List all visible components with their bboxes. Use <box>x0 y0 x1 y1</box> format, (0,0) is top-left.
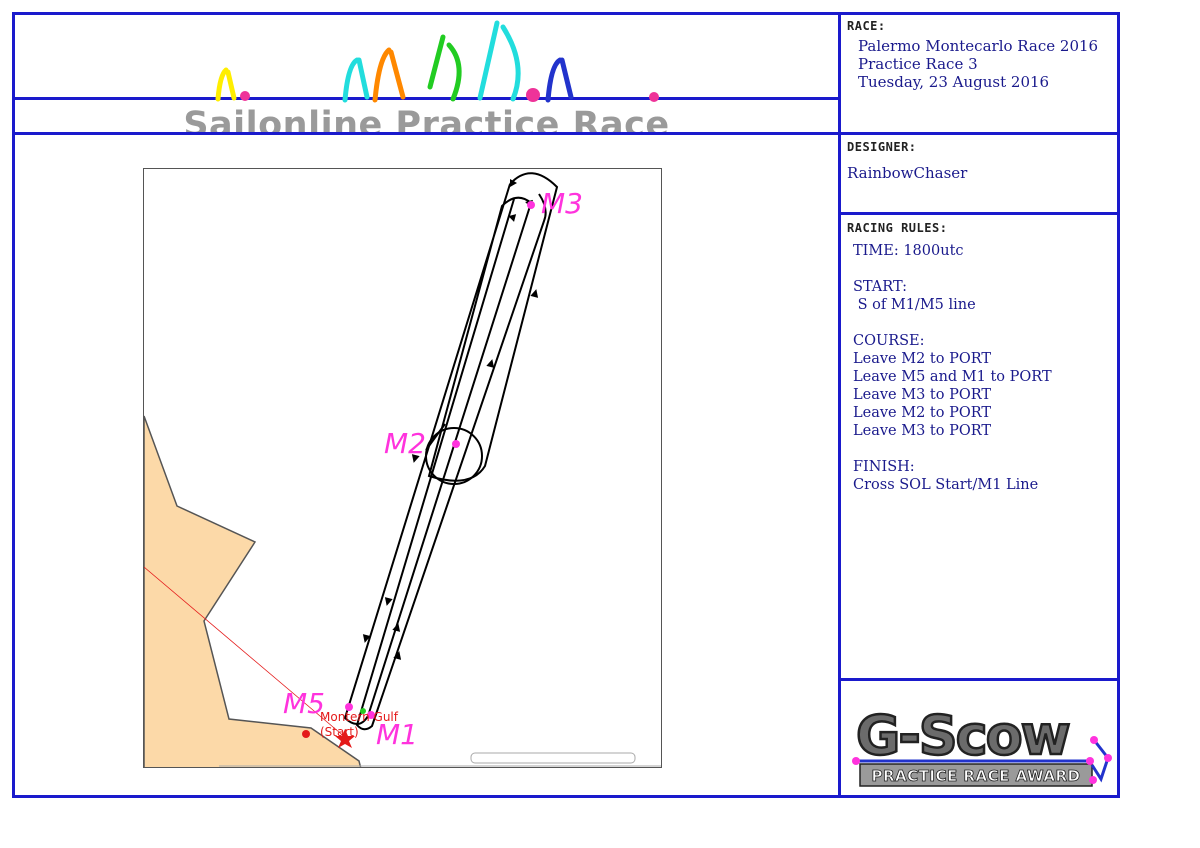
award-dot-5 <box>1089 776 1097 784</box>
arrow-10 <box>393 651 402 660</box>
race-name: Palermo Montecarlo Race 2016 <box>858 37 1099 55</box>
mark-m1-label: M1 <box>376 718 418 751</box>
course-arrows <box>362 179 539 660</box>
race-panel-divider <box>841 132 1120 135</box>
arrow-5 <box>486 359 495 368</box>
rules-line <box>853 440 1052 458</box>
rules-list: TIME: 1800utc START: S of M1/M5 line COU… <box>853 242 1052 494</box>
start-point-dot <box>302 730 310 738</box>
rules-line: Leave M5 and M1 to PORT <box>853 369 1052 385</box>
start-label-line2: (Start) <box>320 725 359 739</box>
mark-m3-dot <box>527 201 535 209</box>
coastline-land <box>144 415 362 767</box>
award-dot-2 <box>1090 736 1098 744</box>
designer-panel-divider <box>841 212 1120 215</box>
arrow-6 <box>411 454 420 463</box>
arrow-4 <box>530 289 539 298</box>
award-svg: G-Scow PRACTICE RACE AWARD <box>852 703 1112 787</box>
rules-line: Leave M2 to PORT <box>853 351 992 367</box>
banner: Sailonline Practice Race <box>15 15 838 132</box>
award-boat-hull <box>856 739 1110 783</box>
course-map: M3 M2 M5 M1 Montern Gulf (Start) <box>143 168 662 768</box>
award-title: G-Scow <box>856 704 1070 767</box>
banner-divider <box>15 97 838 100</box>
mark-m3-label: M3 <box>541 187 583 220</box>
mark-m2-label: M2 <box>384 427 426 460</box>
rules-line: Leave M3 to PORT <box>853 387 992 403</box>
award-dot-3 <box>1086 757 1094 765</box>
arrow-8 <box>392 623 401 632</box>
map-controls[interactable] <box>219 752 662 767</box>
rules-line: S of M1/M5 line <box>853 297 976 313</box>
rules-line: Cross SOL Start/M1 Line <box>853 477 1039 493</box>
m2-approach <box>425 423 446 451</box>
rules-line: Leave M3 to PORT <box>853 423 992 439</box>
rules-line: Leave M2 to PORT <box>853 405 992 421</box>
poster-frame <box>12 12 1120 798</box>
course-map-svg: M3 M2 M5 M1 Montern Gulf (Start) <box>144 172 662 767</box>
m2-rounding-circle <box>425 427 483 485</box>
column-divider <box>838 12 841 798</box>
race-subtitle: Practice Race 3 <box>858 55 978 73</box>
rules-line <box>853 314 1052 332</box>
arrow-1 <box>510 179 517 187</box>
course-track <box>343 172 559 731</box>
rules-line: START: <box>853 279 907 295</box>
start-labels: Montern Gulf (Start) <box>320 710 399 739</box>
award-dot-1 <box>852 757 860 765</box>
race-heading: RACE: <box>847 19 886 33</box>
rules-heading: RACING RULES: <box>847 221 948 235</box>
arrow-7 <box>384 597 393 606</box>
award-ribbon <box>859 763 1093 787</box>
rules-panel-divider <box>841 678 1120 681</box>
rhumb-line <box>144 566 347 739</box>
arrow-9 <box>362 634 371 643</box>
track-loop-outer <box>343 172 559 725</box>
rules-line: COURSE: <box>853 333 925 349</box>
start-star-icon <box>335 729 355 748</box>
track-loop-inner <box>355 193 547 731</box>
rules-line: TIME: 1800utc <box>853 243 964 259</box>
mark-m5-label: M5 <box>283 687 325 720</box>
designer-name: RainbowChaser <box>847 164 968 182</box>
mark-labels: M3 M2 M5 M1 <box>283 187 583 751</box>
award-subtitle: PRACTICE RACE AWARD <box>871 767 1080 785</box>
start-boat-dot <box>360 708 366 714</box>
mark-m1-dot <box>367 711 375 719</box>
award-dot-4 <box>1104 754 1112 762</box>
start-label-line1: Montern Gulf <box>320 710 399 724</box>
rules-line: FINISH: <box>853 459 915 475</box>
map-scale-bar[interactable] <box>470 752 636 764</box>
mark-m5-dot <box>345 703 353 711</box>
arrow-2 <box>508 214 517 222</box>
sails-logo <box>215 20 659 103</box>
mark-m2-dot <box>452 440 460 448</box>
race-date: Tuesday, 23 August 2016 <box>858 73 1050 91</box>
designer-heading: DESIGNER: <box>847 140 917 154</box>
award-logo: G-Scow PRACTICE RACE AWARD <box>846 686 1116 794</box>
banner-title: Sailonline Practice Race <box>183 105 670 132</box>
rules-line <box>853 260 1052 278</box>
banner-bottom-divider <box>15 132 838 135</box>
